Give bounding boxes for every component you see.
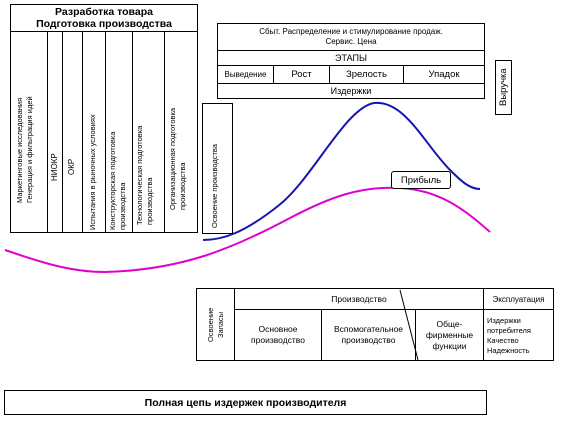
launch-label: Освоение [206, 307, 215, 342]
column-design-preparation: Конструкторская подготовка производства [108, 131, 127, 230]
stages-title: ЭТАПЫ [334, 53, 367, 63]
production-title: Производство [331, 294, 387, 304]
column-niokr: НИОКР [50, 153, 59, 181]
sales-header: Сбыт. Распределение и стимулирование про… [218, 24, 484, 50]
stage-decline: Упадок [428, 69, 460, 80]
column-technological-preparation: Технологическая подготовка производства [135, 125, 154, 225]
sales-stages-box: Сбыт. Распределение и стимулирование про… [217, 23, 485, 99]
general-functions-cell: Обще-фирменные функции [425, 318, 474, 351]
sales-header-line-1: Сбыт. Распределение и стимулирование про… [259, 27, 443, 36]
quality: Качество [487, 336, 519, 345]
sales-divider-3 [218, 83, 484, 84]
title-divider [11, 31, 197, 32]
costs-label: Издержки [330, 86, 372, 96]
profit-curve [4, 186, 491, 274]
reliability: Надежность [487, 346, 530, 355]
inventory-label: Запасы [216, 311, 225, 338]
column-market-testing: Испытания в рыночных условиях [88, 114, 97, 230]
col-divider-2 [62, 31, 63, 232]
launch-inventory-cell: Освоение Запасы [201, 291, 231, 358]
bottom-row-divider [234, 309, 553, 310]
sales-divider-2 [218, 65, 484, 66]
bottom-col-divider-1 [234, 289, 235, 360]
column-okr: ОКР [67, 158, 76, 175]
stage-divider-2 [329, 66, 330, 83]
auxiliary-production-cell: Вспомогательное производство [333, 324, 404, 345]
title-line-2: Подготовка производства [36, 18, 172, 30]
stage-divider-1 [273, 66, 274, 83]
col-divider-6 [164, 31, 165, 232]
col-divider-3 [82, 31, 83, 232]
col-divider-4 [105, 31, 106, 232]
main-production-cell: Основное производство [251, 324, 305, 345]
production-launch-label: Освоение производства [210, 144, 219, 228]
column-marketing-research: Маркетинговые исследования Генерация и ф… [15, 96, 34, 203]
sales-header-line-2: Сервис. Цена [325, 37, 377, 46]
col-divider-5 [132, 31, 133, 232]
consumer-costs: Издержки потребителя [487, 316, 531, 335]
full-cost-chain-title: Полная цепь издержек производителя [4, 390, 487, 415]
stage-introduction: Выведение [224, 70, 267, 79]
revenue-label: Выручка [495, 60, 512, 115]
col-divider-1 [47, 31, 48, 232]
sales-divider-1 [218, 50, 484, 51]
bottom-col-divider-4 [483, 289, 484, 360]
production-launch-box: Освоение производства [202, 103, 233, 234]
title-line-1: Разработка товара [55, 6, 153, 18]
column-organizational-preparation: Организационная подготовка производства [168, 107, 187, 210]
profit-label: Прибыль [391, 171, 451, 189]
exploitation-items: Издержки потребителя Качество Надежность [487, 316, 553, 358]
stage-growth: Рост [291, 69, 312, 80]
stage-maturity: Зрелость [346, 69, 387, 80]
cost-structure-box: Освоение Запасы Производство Эксплуатаци… [196, 288, 554, 361]
product-development-box: Разработка товара Подготовка производств… [10, 4, 198, 233]
exploitation-title: Эксплуатация [492, 294, 545, 304]
bottom-col-divider-2 [321, 310, 322, 360]
product-development-title: Разработка товара Подготовка производств… [11, 5, 197, 31]
revenue-curve [202, 101, 481, 241]
stage-divider-3 [403, 66, 404, 83]
bottom-col-divider-3 [415, 310, 416, 360]
